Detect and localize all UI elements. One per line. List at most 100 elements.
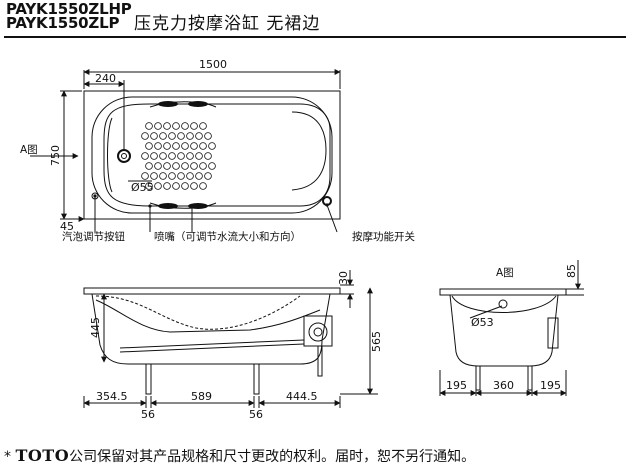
air-bubble-hole	[177, 172, 185, 180]
end-view	[439, 260, 584, 396]
air-bubble-hole	[204, 172, 212, 180]
air-bubble-hole	[199, 162, 207, 170]
side-view	[83, 270, 378, 408]
air-bubble-hole	[159, 132, 167, 140]
pipe-line	[119, 339, 305, 349]
dim-width: 1500	[199, 58, 227, 71]
air-bubble-hole	[199, 182, 207, 190]
end-leg-2	[527, 365, 533, 391]
dim-seg-4: 56	[249, 408, 263, 421]
dim-seg-3: 589	[191, 390, 212, 403]
air-bubble-hole	[172, 122, 180, 130]
pump-shaft	[313, 327, 323, 337]
nozzle-top-left	[158, 101, 178, 107]
air-bubble-hole	[177, 152, 185, 160]
end-rim	[439, 288, 567, 296]
dim-seg-5: 444.5	[286, 390, 318, 403]
tub-rim-side	[83, 287, 341, 295]
air-bubble-hole	[145, 122, 153, 130]
model-number-1: PAYK1550ZLHP	[6, 0, 132, 18]
nozzle-top-right	[188, 101, 208, 107]
tub-inner-contour	[95, 295, 301, 330]
air-bubble-hole	[150, 132, 158, 140]
pump-motor	[308, 322, 328, 342]
a-view-label: A图	[20, 144, 38, 156]
end-drain-leader	[469, 305, 503, 319]
air-bubble-hole	[163, 142, 171, 150]
drain-circle	[117, 149, 131, 163]
air-bubble-hole	[159, 172, 167, 180]
air-bubble-hole	[186, 132, 194, 140]
callout-nozzle: 喷嘴（可调节水流大小和方向）	[154, 230, 301, 243]
pipe-line-2	[119, 343, 305, 353]
air-bubble-hole	[163, 122, 171, 130]
callout-air-button: 汽泡调节按钮	[62, 230, 125, 243]
air-bubble-hole	[150, 172, 158, 180]
air-bubble-hole	[141, 132, 149, 140]
air-bubble-hole	[190, 162, 198, 170]
air-bubble-hole	[172, 182, 180, 190]
air-bubble-hole	[204, 132, 212, 140]
air-bubble-hole	[163, 162, 171, 170]
product-title: 压克力按摩浴缸 无裙边	[134, 14, 321, 34]
end-view-title: A图	[496, 267, 514, 279]
top-view	[30, 69, 341, 233]
air-bubble-hole	[154, 162, 162, 170]
air-bubble-hole	[208, 142, 216, 150]
end-basin-curve	[451, 295, 557, 313]
air-bubble-hole	[195, 172, 203, 180]
dim-seg-1: 354.5	[96, 390, 128, 403]
footer-notice: * TOTO公司保留对其产品规格和尺寸更改的权利。届时，恕不另行通知。	[4, 446, 475, 466]
air-bubble-hole	[150, 152, 158, 160]
leg-1	[145, 363, 152, 395]
nozzle-marks	[158, 101, 208, 209]
air-bubble-hole	[199, 122, 207, 130]
dim-drain-top: Ø55	[131, 181, 154, 194]
end-dim-drain: Ø53	[471, 316, 494, 329]
tub-basin-top	[103, 103, 331, 207]
model-number-2: PAYK1550ZLP	[6, 14, 120, 32]
dim-offset: 240	[95, 72, 116, 85]
air-bubble-hole	[195, 152, 203, 160]
air-bubble-hole	[145, 182, 153, 190]
air-bubble-hole	[186, 172, 194, 180]
air-bubble-hole	[145, 142, 153, 150]
end-dim-left: 195	[446, 379, 467, 392]
air-bubble-hole	[181, 182, 189, 190]
air-bubble-hole	[168, 172, 176, 180]
air-bubble-hole	[195, 132, 203, 140]
end-shell	[449, 294, 559, 367]
air-bubble-hole	[181, 142, 189, 150]
air-bubble-hole	[168, 152, 176, 160]
air-bubble-hole	[177, 132, 185, 140]
air-bubble-hole	[190, 142, 198, 150]
end-drain	[498, 299, 508, 309]
tub-outline-top	[83, 90, 341, 220]
dim-side: 45	[60, 220, 74, 233]
air-bubble-hole	[159, 152, 167, 160]
dim-seg-2: 56	[141, 408, 155, 421]
air-bubble-hole	[154, 122, 162, 130]
massage-switch-circle	[322, 196, 332, 206]
nozzle-bottom-left	[158, 203, 178, 209]
footer-text: 公司保留对其产品规格和尺寸更改的权利。届时，恕不另行通知。	[69, 449, 476, 465]
dim-rim: 30	[337, 271, 350, 285]
air-bubble-hole	[204, 152, 212, 160]
air-bubble-hole	[190, 122, 198, 130]
leg-pump	[317, 345, 323, 377]
drain-inner	[121, 153, 127, 159]
air-bubble-hole	[154, 142, 162, 150]
nozzle-bottom-right	[188, 203, 208, 209]
dim-total-height: 565	[370, 331, 383, 352]
air-bubble-hole	[181, 122, 189, 130]
tub-rim-top	[91, 96, 333, 214]
end-pump	[547, 317, 559, 349]
air-bubble-hole	[190, 182, 198, 190]
end-dim-right: 195	[540, 379, 561, 392]
air-bubble-hole	[172, 142, 180, 150]
callout-switch: 按摩功能开关	[352, 230, 415, 243]
air-bubble-hole	[208, 162, 216, 170]
end-dim-mid: 360	[493, 379, 514, 392]
air-bubble-hole	[154, 182, 162, 190]
